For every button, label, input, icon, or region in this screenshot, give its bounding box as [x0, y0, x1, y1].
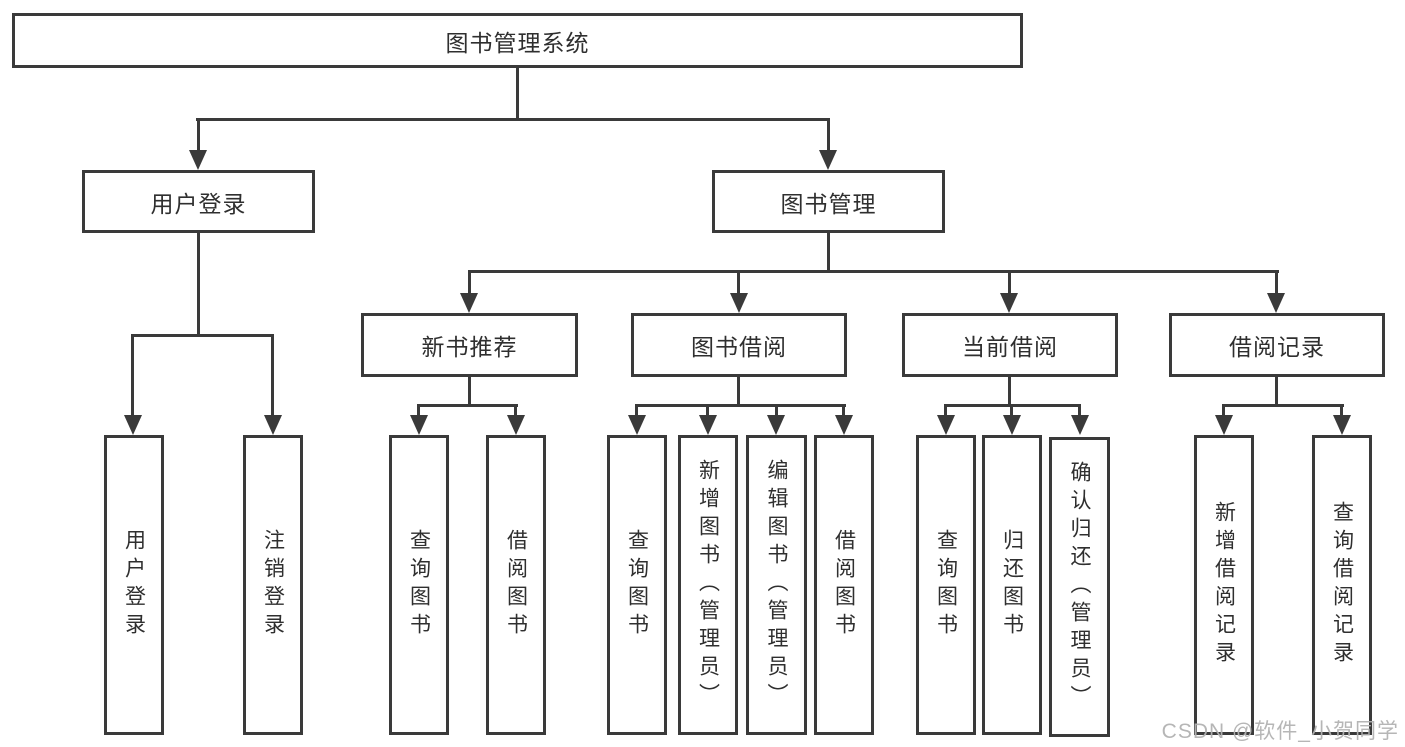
connector-drop-book-management — [827, 118, 830, 152]
connector-drop-new-book-recommend — [468, 270, 471, 296]
arrowhead-confirm-return — [1071, 415, 1089, 435]
connector-drop-query-borrow-record — [1340, 404, 1343, 418]
connector-root-trunk — [516, 68, 519, 121]
connector-borrowrecord-trunk — [1275, 377, 1278, 407]
connector-userlogin-trunk — [197, 233, 200, 337]
arrowhead-return-book — [1003, 415, 1021, 435]
leaf-borrow-book-2-label: 借阅图书 — [832, 529, 856, 641]
node-user-login: 用户登录 — [82, 170, 315, 233]
connector-drop-borrow-book-1 — [514, 404, 517, 418]
leaf-query-book-2: 查询图书 — [607, 435, 667, 735]
connector-drop-current-borrow — [1008, 270, 1011, 296]
leaf-user-login: 用户登录 — [104, 435, 164, 735]
leaf-return-book: 归还图书 — [982, 435, 1042, 735]
arrowhead-query-book-1 — [410, 415, 428, 435]
connector-bookborrow-trunk — [737, 377, 740, 407]
csdn-watermark: CSDN @软件_小贺同学 — [1161, 720, 1399, 743]
leaf-add-borrow-record: 新增借阅记录 — [1194, 435, 1254, 735]
connector-bookborrow-bar — [635, 404, 846, 407]
arrowhead-query-book-3 — [937, 415, 955, 435]
node-root-label: 图书管理系统 — [445, 29, 590, 56]
connector-drop-query-book-1 — [417, 404, 420, 418]
node-book-management-label: 图书管理 — [780, 190, 877, 217]
arrowhead-borrow-book-1 — [507, 415, 525, 435]
arrowhead-borrow-record — [1267, 293, 1285, 313]
connector-bookmgmt-trunk — [827, 233, 830, 273]
connector-drop-query-book-3 — [944, 404, 947, 418]
leaf-confirm-return-admin: 确认归还（管理员） — [1049, 437, 1110, 737]
leaf-query-borrow-record-label: 查询借阅记录 — [1330, 501, 1354, 669]
leaf-query-book-1: 查询图书 — [389, 435, 449, 735]
arrowhead-borrow-book-2 — [835, 415, 853, 435]
leaf-confirm-return-admin-label: 确认归还（管理员） — [1068, 461, 1091, 713]
node-root: 图书管理系统 — [12, 13, 1023, 68]
arrowhead-book-management — [819, 150, 837, 170]
arrowhead-leaf-user-login — [124, 415, 142, 435]
connector-userlogin-bar — [131, 334, 274, 337]
node-book-borrow: 图书借阅 — [631, 313, 847, 377]
connector-drop-confirm-return — [1078, 404, 1081, 418]
connector-borrowrecord-bar — [1222, 404, 1344, 407]
connector-bookmgmt-bar — [468, 270, 1279, 273]
arrowhead-current-borrow — [1000, 293, 1018, 313]
connector-drop-add-book-admin — [706, 404, 709, 418]
node-current-borrow: 当前借阅 — [902, 313, 1118, 377]
node-new-book-recommend-label: 新书推荐 — [421, 334, 518, 360]
leaf-add-book-admin-label: 新增图书（管理员） — [696, 459, 720, 711]
leaf-borrow-book-1: 借阅图书 — [486, 435, 546, 735]
leaf-query-book-1-label: 查询图书 — [407, 529, 431, 641]
connector-currentborrow-trunk — [1008, 377, 1011, 407]
connector-drop-borrow-book-2 — [842, 404, 845, 418]
arrowhead-user-login — [189, 150, 207, 170]
node-current-borrow-label: 当前借阅 — [962, 334, 1058, 360]
leaf-add-borrow-record-label: 新增借阅记录 — [1212, 501, 1236, 669]
node-book-management: 图书管理 — [712, 170, 945, 233]
arrowhead-query-borrow-record — [1333, 415, 1351, 435]
leaf-edit-book-admin: 编辑图书（管理员） — [746, 435, 807, 735]
connector-newbook-bar — [417, 404, 518, 407]
connector-drop-edit-book-admin — [775, 404, 778, 418]
node-new-book-recommend: 新书推荐 — [361, 313, 578, 377]
node-book-borrow-label: 图书借阅 — [691, 334, 787, 360]
leaf-query-book-3-label: 查询图书 — [934, 529, 958, 641]
leaf-logout: 注销登录 — [243, 435, 303, 735]
connector-drop-return-book — [1010, 404, 1013, 418]
arrowhead-query-book-2 — [628, 415, 646, 435]
connector-drop-add-borrow-record — [1222, 404, 1225, 418]
node-borrow-record-label: 借阅记录 — [1229, 334, 1325, 360]
arrowhead-leaf-logout — [264, 415, 282, 435]
leaf-edit-book-admin-label: 编辑图书（管理员） — [765, 459, 788, 711]
leaf-query-borrow-record: 查询借阅记录 — [1312, 435, 1372, 735]
connector-root-bar — [196, 118, 830, 121]
leaf-borrow-book-1-label: 借阅图书 — [504, 529, 528, 641]
leaf-add-book-admin: 新增图书（管理员） — [678, 435, 738, 735]
arrowhead-new-book-recommend — [460, 293, 478, 313]
arrowhead-edit-book-admin — [767, 415, 785, 435]
connector-newbook-trunk — [468, 377, 471, 407]
leaf-query-book-2-label: 查询图书 — [625, 529, 649, 641]
connector-drop-leaf-logout — [271, 334, 274, 418]
node-user-login-label: 用户登录 — [150, 190, 247, 217]
leaf-query-book-3: 查询图书 — [916, 435, 976, 735]
leaf-user-login-label: 用户登录 — [122, 529, 146, 641]
connector-drop-book-borrow — [737, 270, 740, 296]
connector-drop-leaf-user-login — [131, 334, 134, 418]
arrowhead-add-book-admin — [699, 415, 717, 435]
node-borrow-record: 借阅记录 — [1169, 313, 1385, 377]
leaf-return-book-label: 归还图书 — [1000, 529, 1024, 641]
arrowhead-add-borrow-record — [1215, 415, 1233, 435]
connector-drop-borrow-record — [1275, 270, 1278, 296]
connector-drop-user-login — [197, 118, 200, 152]
connector-drop-query-book-2 — [635, 404, 638, 418]
leaf-borrow-book-2: 借阅图书 — [814, 435, 874, 735]
arrowhead-book-borrow — [730, 293, 748, 313]
leaf-logout-label: 注销登录 — [261, 529, 285, 641]
